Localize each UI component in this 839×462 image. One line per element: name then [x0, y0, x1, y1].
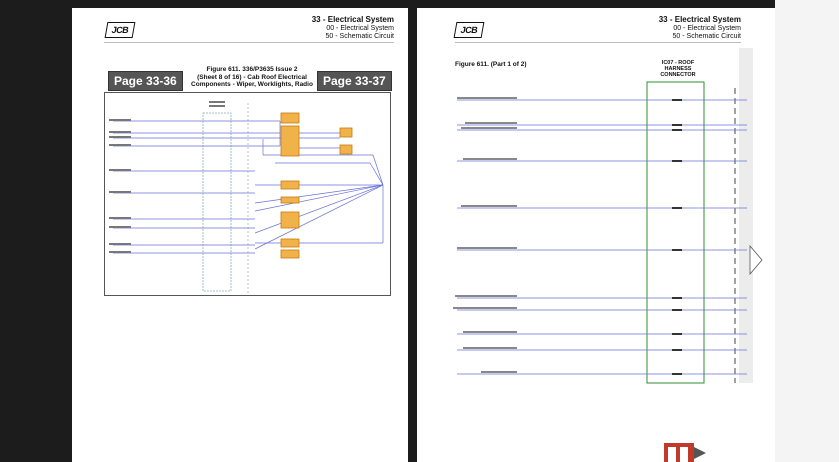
header-sub2: 50 - Schematic Circuit	[325, 33, 394, 40]
header-rule	[455, 42, 741, 43]
connector-label-line: IC07 - ROOF	[661, 60, 695, 66]
document-page-right: JCB 33 - Electrical System 00 - Electric…	[417, 8, 775, 462]
schematic-svg	[109, 101, 384, 293]
next-page-icon[interactable]	[664, 443, 708, 462]
header-section: 33 - Electrical System	[311, 15, 394, 24]
header-sub1: 00 - Electrical System	[673, 24, 741, 32]
page-header: 33 - Electrical System 00 - Electrical S…	[311, 15, 394, 42]
next-page-button[interactable]: Page 33-37	[317, 71, 392, 91]
document-page-left: JCB 33 - Electrical System 00 - Electric…	[72, 8, 408, 462]
header-sub1: 00 - Electrical System	[326, 24, 394, 32]
figure-title-line: (Sheet 8 of 16) - Cab Roof Electrical	[197, 73, 307, 81]
header-section: 33 - Electrical System	[658, 15, 741, 24]
page-header: 33 - Electrical System 00 - Electrical S…	[658, 15, 741, 42]
prev-page-button[interactable]: Page 33-36	[108, 71, 183, 91]
connector-label-line: CONNECTOR	[660, 72, 696, 78]
figure-title: Figure 611. 336/P3635 Issue 2 (Sheet 8 o…	[182, 66, 322, 89]
schematic-diagram[interactable]	[417, 48, 775, 388]
jcb-logo: JCB	[453, 22, 485, 38]
figure-title-line: Components - Wiper, Worklights, Radio	[191, 81, 313, 88]
header-sub2: 50 - Schematic Circuit	[672, 33, 741, 40]
connector-label: IC07 - ROOF HARNESS CONNECTOR	[643, 60, 713, 78]
connector-label-line: HARNESS	[664, 66, 692, 72]
schematic-svg	[453, 48, 763, 384]
schematic-diagram[interactable]	[104, 92, 391, 296]
header-rule	[104, 42, 394, 43]
jcb-logo: JCB	[104, 22, 136, 38]
figure-title: Figure 611. (Part 1 of 2)	[455, 61, 527, 68]
figure-title-line: Figure 611. 336/P3635 Issue 2	[206, 66, 298, 73]
scrollbar-track[interactable]	[775, 0, 839, 462]
